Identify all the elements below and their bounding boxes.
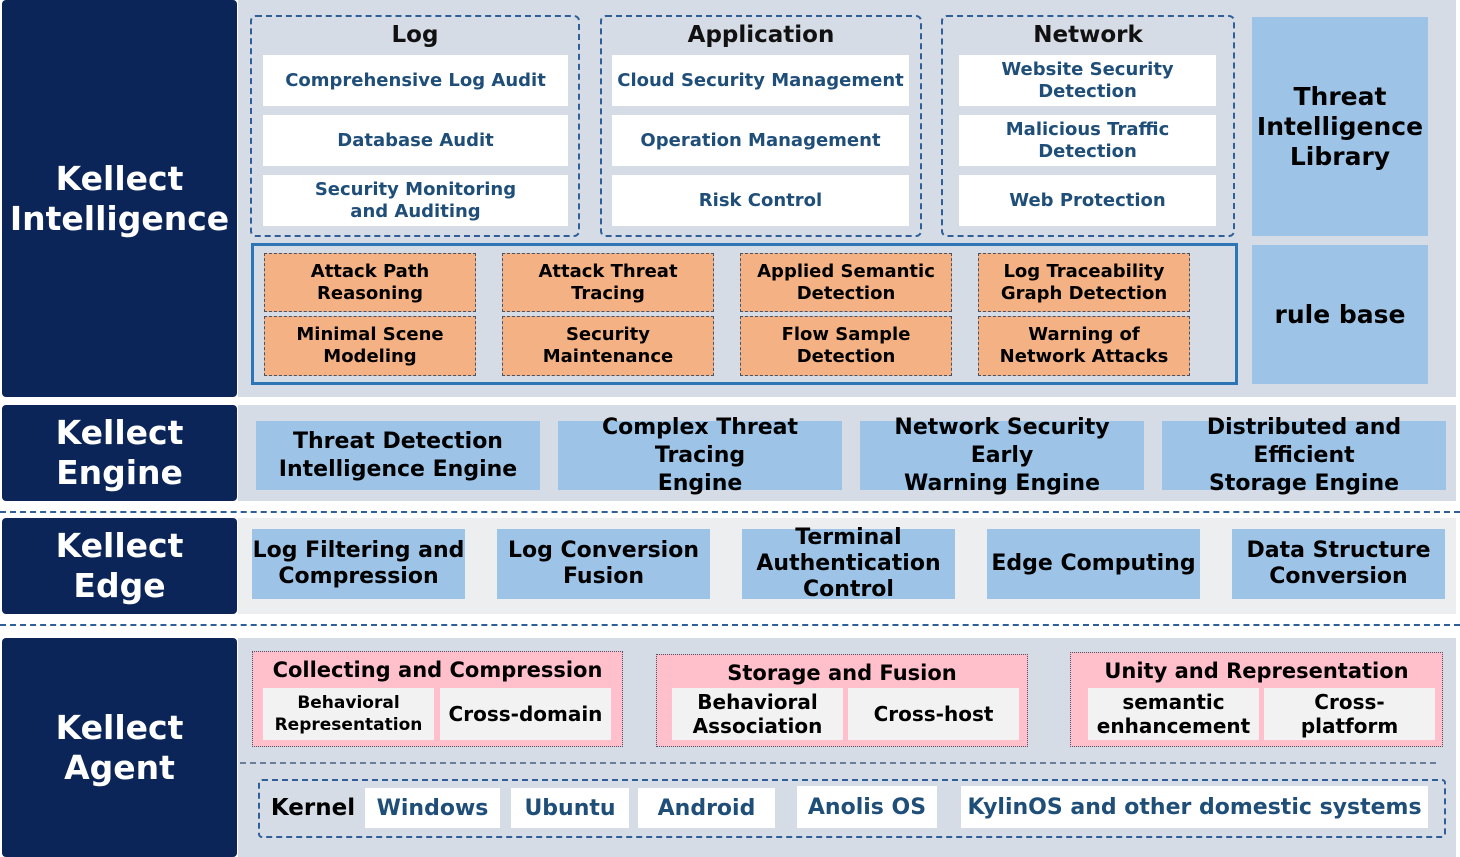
capability-applied-semantic-detection: Applied Semantic Detection [740,253,952,312]
agent-cross-host: Cross-host [848,688,1019,740]
kernel-label: Kernel [270,795,356,821]
os-windows: Windows [365,788,500,828]
application-group [600,15,922,237]
os-anolis: Anolis OS [797,786,937,828]
agent-layer-label: Kellect Agent [2,638,237,857]
app-item-cloud-security: Cloud Security Management [612,55,909,106]
log-item-comprehensive-audit: Comprehensive Log Audit [263,55,568,106]
agent-group-collecting-title: Collecting and Compression [272,658,603,682]
agent-cross-platform: Cross- platform [1264,688,1435,740]
log-group [250,15,580,237]
capability-attack-path-reasoning: Attack Path Reasoning [264,253,476,312]
engine-complex-threat-tracing: Complex Threat Tracing Engine [558,415,842,496]
log-item-security-monitoring: Security Monitoring and Auditing [263,175,568,226]
edge-log-conversion: Log Conversion Fusion [497,529,710,599]
intelligence-layer-label: Kellect Intelligence [2,0,237,397]
edge-layer-label: Kellect Edge [2,518,237,614]
agent-behavioral-representation: Behavioral Representation [263,688,434,740]
capability-warning-network-attacks: Warning of Network Attacks [978,316,1190,376]
capabilities-block [251,243,1238,385]
capability-flow-sample-detection: Flow Sample Detection [740,316,952,376]
net-item-malicious-traffic: Malicious Traffic Detection [959,115,1216,166]
network-group-title: Network [1033,22,1143,48]
agent-group-storage-title: Storage and Fusion [727,661,957,685]
threat-intelligence-library: Threat Intelligence Library [1252,17,1428,236]
agent-cross-domain: Cross-domain [440,688,611,740]
net-item-website-security: Website Security Detection [959,55,1216,106]
capability-minimal-scene-modeling: Minimal Scene Modeling [264,316,476,376]
rule-base: rule base [1252,245,1428,384]
edge-terminal-authentication: Terminal Authentication Control [742,525,955,602]
edge-data-structure-conversion: Data Structure Conversion [1232,529,1445,599]
network-group [941,15,1235,237]
edge-computing: Edge Computing [987,529,1200,599]
separator-agent-kernel [240,762,1436,764]
separator-edge-agent [0,624,1460,626]
engine-distributed-storage: Distributed and Efficient Storage Engine [1162,415,1446,496]
agent-group-unity-title: Unity and Representation [1104,659,1409,683]
engine-threat-detection: Threat Detection Intelligence Engine [256,421,540,490]
application-group-title: Application [687,22,835,48]
capability-attack-threat-tracing: Attack Threat Tracing [502,253,714,312]
capability-log-traceability-graph: Log Traceability Graph Detection [978,253,1190,312]
capability-security-maintenance: Security Maintenance [502,316,714,376]
kernel-row [258,779,1446,838]
log-item-database-audit: Database Audit [263,115,568,166]
os-kylin-domestic: KylinOS and other domestic systems [961,786,1428,828]
separator-engine-edge [0,511,1460,513]
os-ubuntu: Ubuntu [511,788,629,828]
net-item-web-protection: Web Protection [959,175,1216,226]
app-item-operation-management: Operation Management [612,115,909,166]
log-group-title: Log [391,22,439,48]
engine-network-early-warning: Network Security Early Warning Engine [860,415,1144,496]
agent-semantic-enhancement: semantic enhancement [1088,688,1259,740]
agent-behavioral-association: Behavioral Association [672,688,843,740]
edge-log-filtering: Log Filtering and Compression [252,529,465,599]
app-item-risk-control: Risk Control [612,175,909,226]
engine-layer-label: Kellect Engine [2,405,237,501]
os-android: Android [638,788,775,828]
